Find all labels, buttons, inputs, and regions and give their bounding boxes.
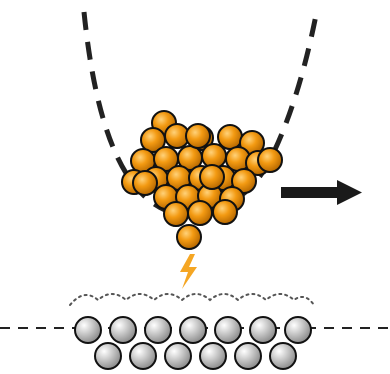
substrate-atom — [284, 316, 312, 344]
nanoparticle-atom — [185, 123, 211, 149]
nanoparticle-cluster — [121, 110, 283, 250]
substrate-atom — [249, 316, 277, 344]
substrate-atom — [214, 316, 242, 344]
surface-bump-outline — [69, 293, 315, 306]
substrate-atom — [179, 316, 207, 344]
arrow-right-icon — [281, 180, 362, 205]
nanoparticle-atom — [132, 170, 158, 196]
nanoparticle-atom — [176, 224, 202, 250]
substrate-lattice — [74, 316, 312, 370]
substrate-atom — [74, 316, 102, 344]
substrate-atom — [109, 316, 137, 344]
nanoparticle-atom — [163, 201, 189, 227]
substrate-atom — [94, 342, 122, 370]
nanoparticle-atom — [187, 200, 213, 226]
lightning-bolt-icon — [180, 254, 197, 289]
nanoparticle-atom — [257, 147, 283, 173]
substrate-atom — [269, 342, 297, 370]
substrate-atom — [164, 342, 192, 370]
substrate-atom — [144, 316, 172, 344]
substrate-atom — [234, 342, 262, 370]
nanoparticle-atom — [212, 199, 238, 225]
substrate-atom — [199, 342, 227, 370]
nanoparticle-atom — [199, 164, 225, 190]
substrate-atom — [129, 342, 157, 370]
nanoparticle-atom — [217, 124, 243, 150]
nanoparticle-atom — [231, 168, 257, 194]
